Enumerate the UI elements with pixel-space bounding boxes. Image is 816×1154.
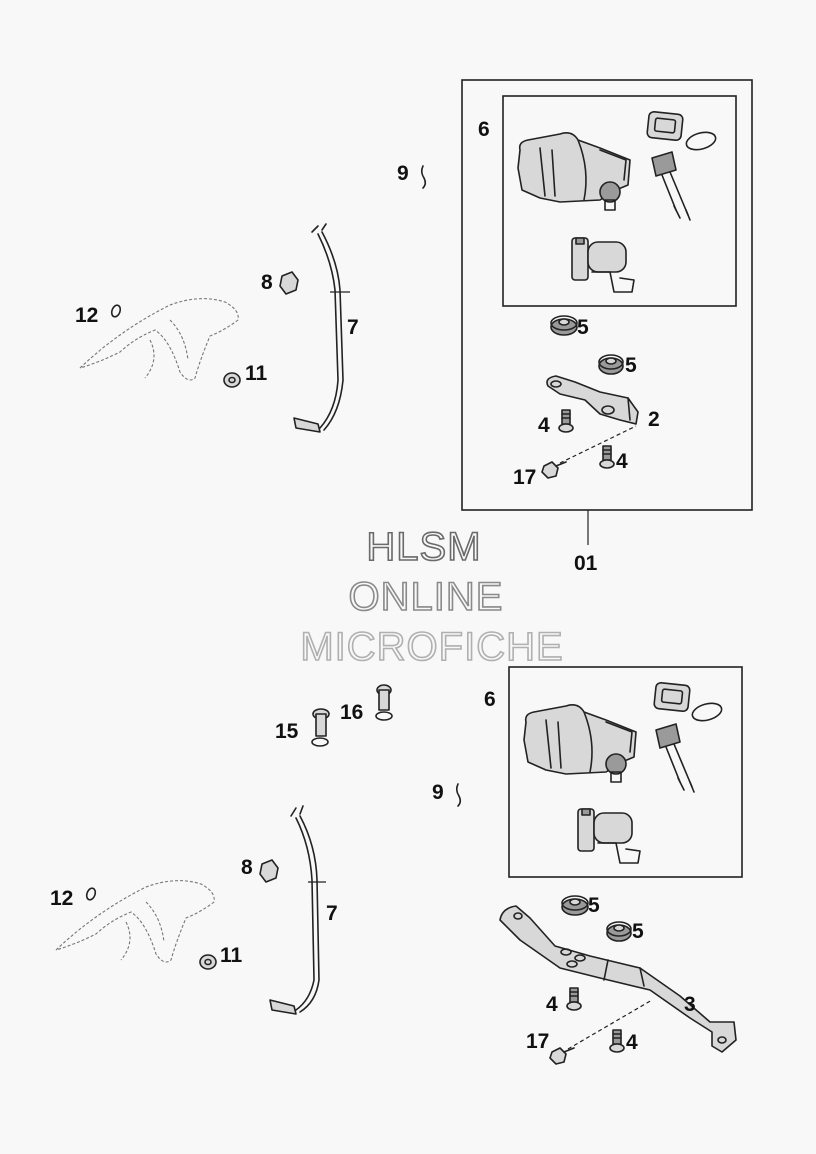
bottom-switch-cap (653, 681, 723, 722)
top-assembly-frame (461, 79, 753, 511)
bottom-label-cable-nut: 8 (241, 856, 253, 879)
bottom-label-bracket: 3 (684, 993, 696, 1016)
top-label-nut: 11 (245, 362, 268, 385)
top-grommet-a (550, 315, 578, 336)
bottom-label-grommet-b: 5 (632, 920, 644, 943)
bottom-label-pin-b: 16 (340, 701, 363, 724)
top-label-bolt: 17 (513, 466, 536, 489)
bottom-label-screw-a: 4 (546, 993, 558, 1016)
watermark-line2: ONLINE (349, 575, 504, 619)
top-label-screw-a: 4 (538, 414, 550, 437)
bottom-bolt (549, 1047, 575, 1065)
watermark-line3: MICROFICHE (300, 625, 563, 669)
bottom-pin-b (375, 684, 393, 721)
bottom-label-grommet-a: 5 (588, 894, 600, 917)
bottom-switch-connector (655, 723, 695, 793)
top-bracket (546, 375, 639, 425)
bottom-screw-b (609, 1029, 625, 1053)
bottom-label-switch: 6 (484, 688, 496, 711)
top-switch-connector (651, 151, 691, 221)
top-bolt (541, 461, 567, 479)
top-switch-frame (502, 95, 737, 307)
cover-label-marks (85, 304, 122, 901)
top-dash-line (559, 425, 637, 464)
bottom-bracket (499, 905, 737, 1053)
top-label-cover: 12 (75, 304, 98, 327)
bottom-cable (269, 805, 326, 1015)
top-cover (79, 298, 239, 381)
bottom-label-clip: 9 (432, 781, 444, 804)
top-label-bracket: 2 (648, 408, 660, 431)
top-label-cable: 7 (347, 316, 359, 339)
bottom-label-pin-a: 15 (275, 720, 299, 743)
top-cable-nut (279, 271, 299, 295)
bottom-cover-mark (85, 887, 97, 901)
bottom-group: 6 15 16 9 8 12 7 11 5 5 3 4 4 17 (50, 666, 743, 1065)
bottom-cover (55, 880, 215, 963)
top-switch-cap (646, 110, 717, 151)
top-label-clip: 9 (397, 162, 409, 185)
bottom-grommet-b (606, 921, 632, 942)
watermark-line1: HLSM (366, 525, 481, 569)
bottom-dash-line (567, 999, 653, 1050)
top-grommet-b (598, 354, 624, 375)
top-screw-b (599, 445, 615, 469)
top-label-switch: 6 (478, 118, 490, 141)
top-coil (571, 237, 635, 293)
bottom-grommet-a (561, 895, 589, 916)
top-label-cable-nut: 8 (261, 271, 273, 294)
bottom-label-bolt: 17 (526, 1030, 549, 1053)
top-cable (293, 223, 350, 433)
top-screw-a (558, 409, 574, 433)
top-clip (420, 165, 427, 189)
bottom-label-cable: 7 (326, 902, 338, 925)
top-cover-mark (110, 304, 122, 318)
top-switch-housing (517, 132, 631, 211)
top-label-screw-b: 4 (616, 450, 628, 473)
bottom-cable-nut (259, 859, 279, 883)
top-label-grommet-a: 5 (577, 316, 589, 339)
bottom-clip (455, 783, 462, 807)
top-nut (223, 372, 241, 388)
bottom-switch-housing (523, 704, 637, 783)
bottom-label-nut: 11 (220, 944, 243, 967)
bottom-pin-a (311, 708, 330, 747)
bottom-screw-a (566, 987, 582, 1011)
bottom-label-screw-b: 4 (626, 1031, 638, 1054)
top-label-grommet-b: 5 (625, 354, 637, 377)
bottom-nut (199, 954, 217, 970)
bottom-coil (577, 808, 641, 864)
watermark: HLSM ONLINE MICROFICHE (300, 524, 564, 670)
top-group: 6 9 8 12 7 11 5 5 2 4 4 17 01 (75, 79, 753, 575)
bottom-switch-frame (508, 666, 743, 878)
bottom-label-cover: 12 (50, 887, 73, 910)
top-label-assembly: 01 (574, 552, 598, 575)
